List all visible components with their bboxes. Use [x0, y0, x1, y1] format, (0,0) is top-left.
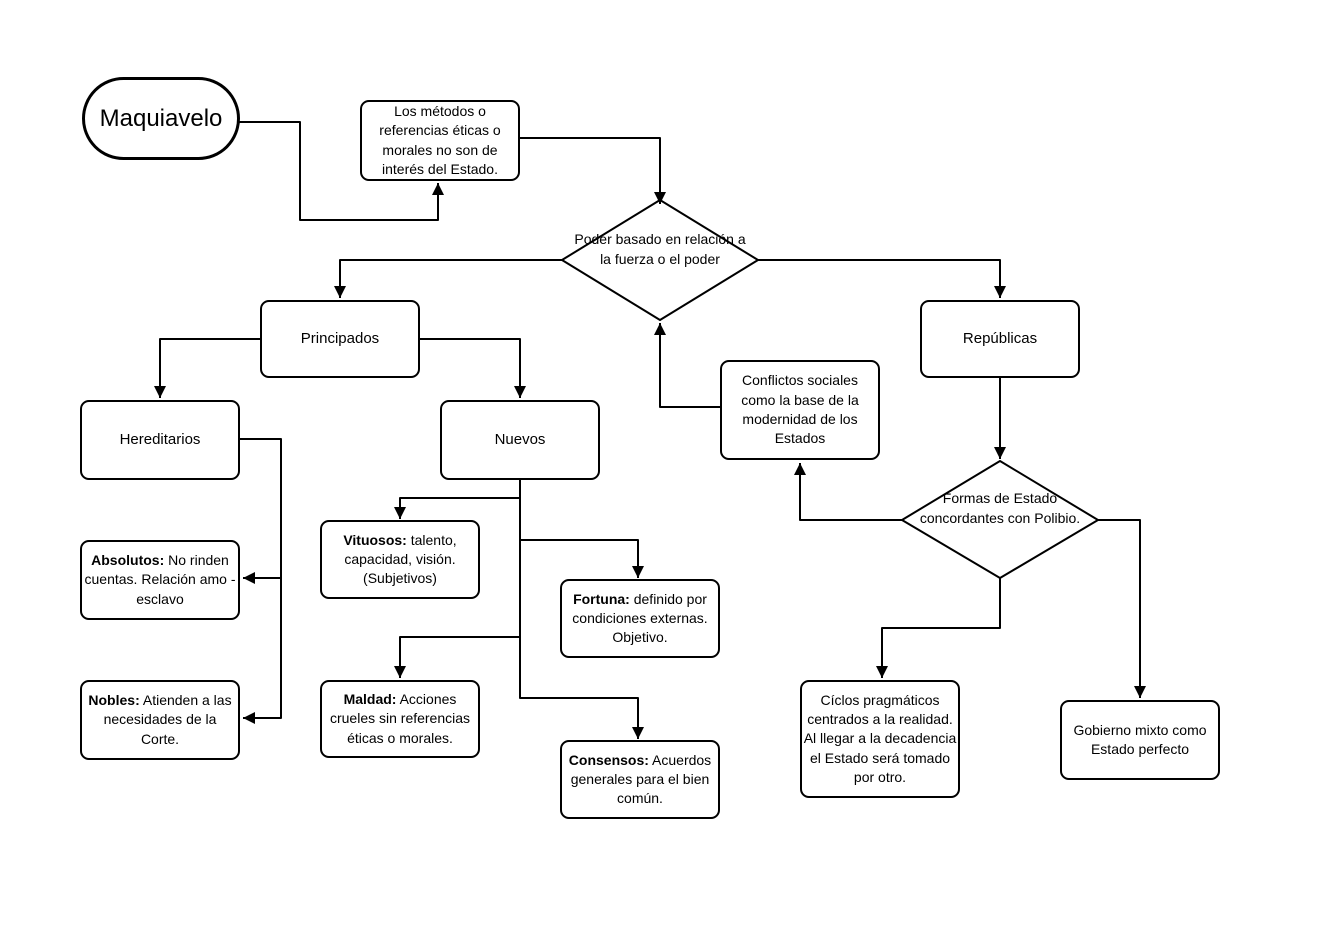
- decision-poder-shape: [561, 199, 759, 321]
- node-maquiavelo-label: Maquiavelo: [99, 104, 223, 132]
- node-nobles-label: Nobles: Atienden a las necesidades de la…: [88, 692, 232, 747]
- node-nobles: Nobles: Atienden a las necesidades de la…: [80, 680, 240, 760]
- edge-hereditarios-nobles: [243, 577, 282, 724]
- node-gobierno: Gobierno mixto como Estado perfecto: [1060, 700, 1220, 780]
- node-ciclos: Cíclos pragmáticos centrados a la realid…: [800, 680, 960, 798]
- node-maldad-label: Maldad: Acciones crueles sin referencias…: [329, 691, 471, 746]
- node-ciclos-label: Cíclos pragmáticos centrados a la realid…: [803, 691, 957, 785]
- node-principados: Principados: [260, 300, 420, 378]
- node-metodos: Los métodos o referencias éticas o moral…: [360, 100, 520, 181]
- node-gobierno-label: Gobierno mixto como Estado perfecto: [1073, 721, 1207, 757]
- node-absolutos-label: Absolutos: No rinden cuentas. Relación a…: [84, 552, 236, 607]
- edge-principados-hereditarios: [154, 338, 261, 398]
- node-maquiavelo: Maquiavelo: [82, 77, 240, 160]
- node-hereditarios: Hereditarios: [80, 400, 240, 480]
- edge-principados-nuevos: [419, 338, 526, 398]
- edge-conflictos-poder: [654, 323, 721, 408]
- node-fortuna: Fortuna: definido por condiciones extern…: [560, 579, 720, 658]
- edge-nuevos-vituosos: [394, 478, 521, 519]
- node-consensos: Consensos: Acuerdos generales para el bi…: [560, 740, 720, 819]
- node-fortuna-label: Fortuna: definido por condiciones extern…: [572, 590, 708, 646]
- node-republicas-label: Repúblicas: [962, 329, 1038, 347]
- node-conflictos-label: Conflictos sociales como la base de la m…: [741, 372, 859, 447]
- edge-formas-ciclos: [876, 577, 1001, 678]
- node-conflictos: Conflictos sociales como la base de la m…: [720, 360, 880, 460]
- node-maldad: Maldad: Acciones crueles sin referencias…: [320, 680, 480, 758]
- edge-formas-gobierno: [1097, 519, 1146, 698]
- decision-poder-label: Poder basado en relación a la fuerza o e…: [574, 231, 746, 267]
- edge-nuevos-consensos: [519, 636, 644, 739]
- edge-metodos-poder: [519, 137, 666, 204]
- node-republicas: Repúblicas: [920, 300, 1080, 378]
- node-absolutos: Absolutos: No rinden cuentas. Relación a…: [80, 540, 240, 620]
- edge-maquiavelo-metodos: [239, 121, 444, 221]
- node-consensos-label: Consensos: Acuerdos generales para el bi…: [568, 751, 712, 807]
- decision-formas-label: Formas de Estado concordantes con Polibi…: [919, 490, 1081, 526]
- node-nuevos-label: Nuevos: [494, 430, 546, 448]
- edge-formas-conflictos: [794, 463, 903, 521]
- node-nuevos: Nuevos: [440, 400, 600, 480]
- node-vituosos-label: Vituosos: talento, capacidad, visión. (S…: [343, 531, 457, 587]
- node-metodos-label: Los métodos o referencias éticas o moral…: [379, 102, 501, 177]
- node-principados-label: Principados: [300, 329, 380, 347]
- node-hereditarios-label: Hereditarios: [119, 430, 201, 448]
- node-vituosos: Vituosos: talento, capacidad, visión. (S…: [320, 520, 480, 599]
- edge-poder-principados: [334, 259, 563, 298]
- edge-poder-republicas: [757, 259, 1006, 298]
- edge-nuevos-fortuna: [519, 497, 644, 578]
- edge-nuevos-maldad: [394, 539, 521, 678]
- edge-hereditarios-absolutos: [239, 438, 282, 584]
